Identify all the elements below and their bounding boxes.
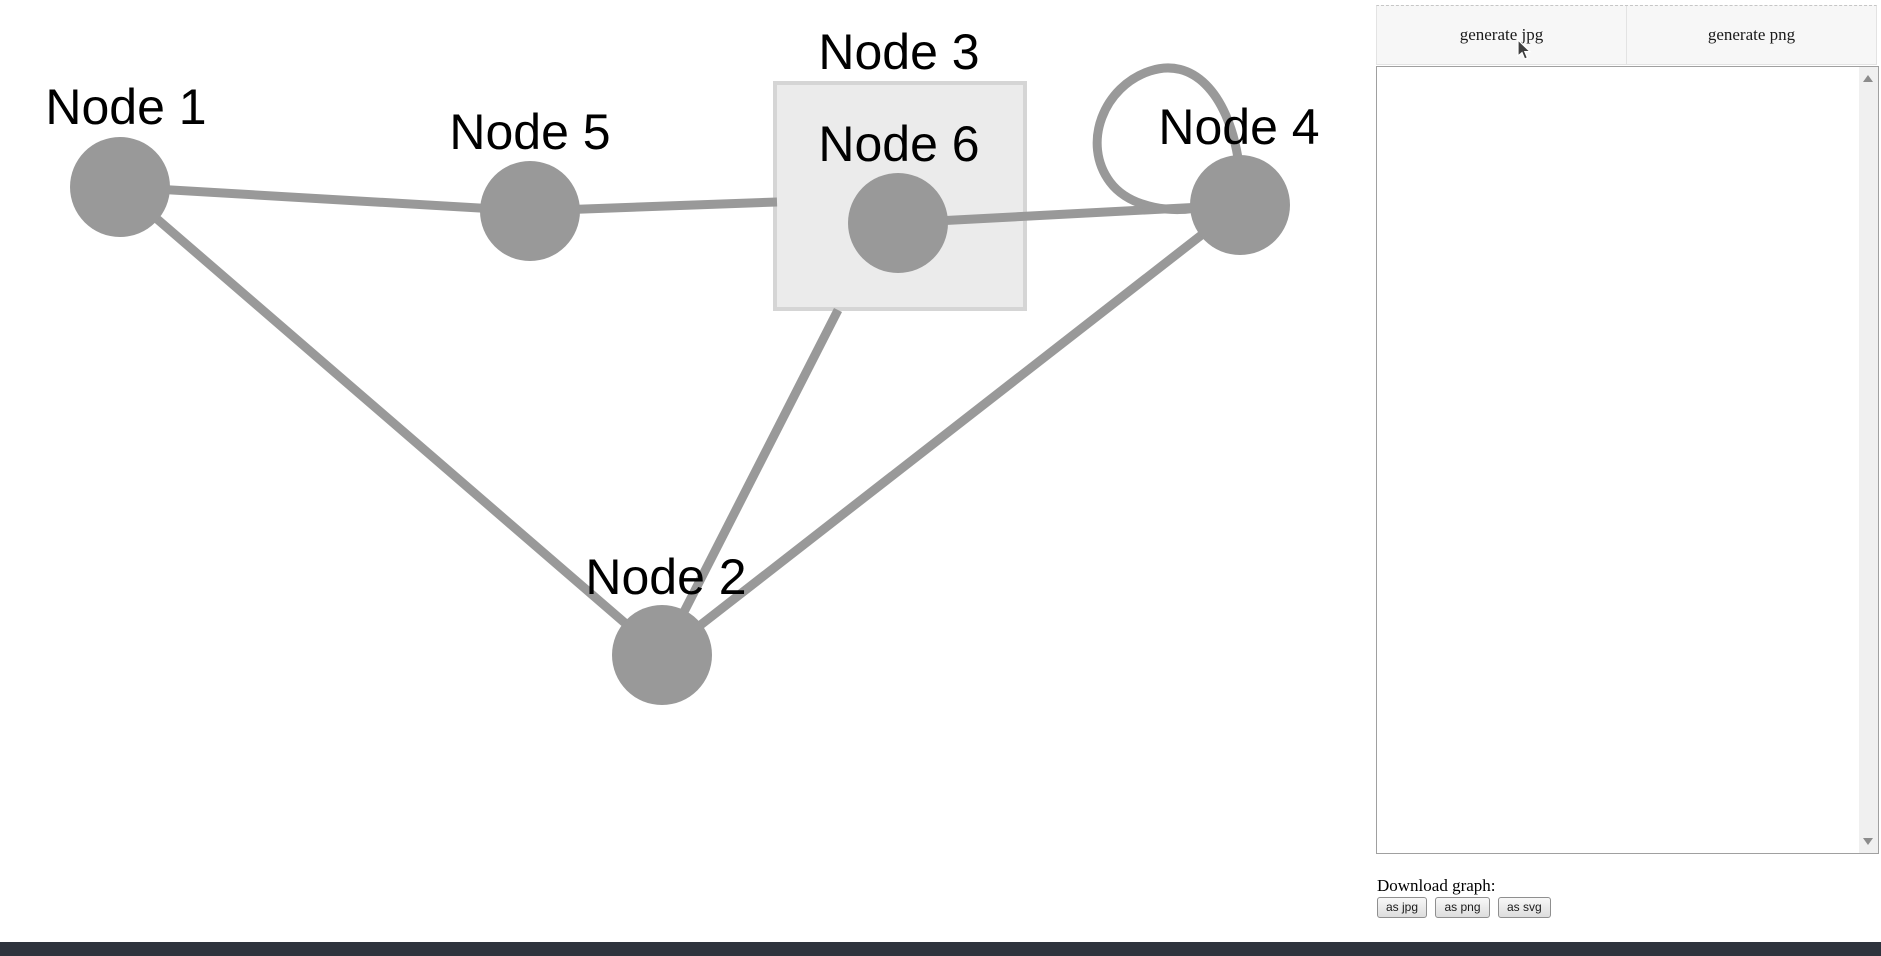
graph-node-label-n2: Node 2	[585, 549, 746, 605]
scroll-up-icon[interactable]	[1863, 75, 1873, 82]
graph-node-label-n3: Node 3	[818, 24, 979, 80]
output-scrollbar[interactable]	[1859, 67, 1878, 853]
graph-node-label-n4: Node 4	[1158, 99, 1319, 155]
graph-edge-n1-n2[interactable]	[117, 183, 665, 659]
graph-node-label-n5: Node 5	[449, 104, 610, 160]
generate-png-button[interactable]: generate png	[1626, 6, 1876, 64]
generate-jpg-button[interactable]: generate jpg	[1459, 25, 1544, 44]
graph-edge-n2-n4[interactable]	[659, 201, 1243, 659]
graph-node-n1[interactable]	[70, 137, 170, 237]
download-as-jpg-button[interactable]: as jpg	[1377, 897, 1428, 918]
download-as-png-button[interactable]: as png	[1435, 897, 1490, 918]
graph-node-n6[interactable]	[848, 173, 948, 273]
graph-edge-n1-n5[interactable]	[119, 182, 531, 216]
generate-buttons-row: generate jpg generate png	[1376, 5, 1877, 65]
graph-node-n5[interactable]	[480, 161, 580, 261]
graph-node-n2[interactable]	[612, 605, 712, 705]
graph-edge-n2-n3[interactable]	[657, 307, 843, 658]
download-heading: Download graph:	[1377, 876, 1496, 895]
scroll-down-icon[interactable]	[1863, 838, 1873, 845]
graph-svg: Node 3 Node 1 Node 2 Node 4 Node 5 Node 6	[45, 24, 1320, 705]
graph-edge-n4-loop[interactable]	[1092, 63, 1243, 215]
download-as-svg-button[interactable]: as svg	[1497, 897, 1551, 918]
graph-node-n4[interactable]	[1190, 155, 1290, 255]
bottom-bar	[0, 942, 1881, 956]
graph-node-label-n1: Node 1	[45, 79, 206, 135]
download-buttons: as jpg as png as svg	[1377, 897, 1555, 918]
graph-canvas[interactable]: Node 3 Node 1 Node 2 Node 4 Node 5 Node 6	[0, 0, 1380, 942]
image-output-area[interactable]	[1376, 66, 1879, 854]
graph-node-label-n6: Node 6	[818, 116, 979, 172]
